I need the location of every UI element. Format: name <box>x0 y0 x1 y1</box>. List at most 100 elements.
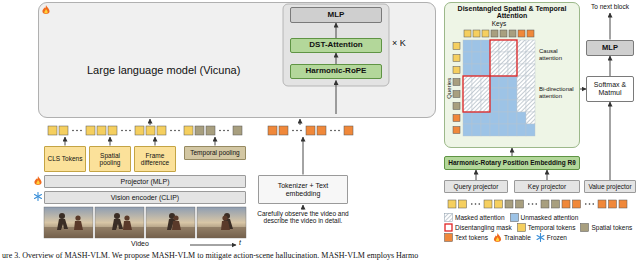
masked-cell <box>499 40 508 52</box>
node-text: Frame difference <box>137 152 173 166</box>
video-frame <box>95 207 144 238</box>
ellipsis-dot <box>129 130 131 132</box>
token-square <box>108 126 117 135</box>
illustration <box>34 4 627 245</box>
token-square <box>598 200 606 208</box>
video-figure <box>124 215 129 220</box>
query-token <box>453 43 460 50</box>
ellipsis-dot <box>589 203 591 205</box>
flow-arrow <box>300 119 301 125</box>
video-figure <box>59 213 65 219</box>
frozen-icon <box>35 195 42 199</box>
caption-text: ure 3. Overview of MASH-VLM. We propose … <box>2 252 418 261</box>
unmasked-cell <box>463 64 472 76</box>
masked-cell <box>490 52 499 64</box>
connector <box>547 170 548 180</box>
legend-text: Text tokens <box>455 234 488 241</box>
unmasked-cell <box>508 124 517 136</box>
token-square <box>459 200 467 208</box>
legend-swatch <box>517 223 526 232</box>
trainable-icon <box>494 233 501 242</box>
tokenizer-box: Tokenizer + Text embedding <box>258 175 348 204</box>
ellipsis-dot <box>292 130 294 132</box>
masked-cell <box>517 40 526 52</box>
unmasked-cell <box>472 40 481 52</box>
token-square <box>505 200 513 208</box>
unmasked-cell <box>463 52 472 64</box>
legend-text: Disentangling mask <box>455 224 512 231</box>
frozen-icon <box>35 195 42 199</box>
ellipsis-dot <box>125 130 127 132</box>
legend-swatch <box>536 233 545 242</box>
mlp-block: MLP <box>290 7 382 23</box>
mask-symbol <box>445 224 452 231</box>
masked-cell <box>517 76 526 88</box>
node-text: Vision encoder (CLIP) <box>47 194 243 202</box>
attention-block: DST-Attention <box>290 38 382 53</box>
flow-arrow <box>155 137 156 146</box>
legend-text: Unmasked attention <box>521 214 579 221</box>
node-text: Tokenizer + Text embedding <box>261 182 345 197</box>
masked-cell <box>463 100 472 112</box>
video-ground <box>44 227 93 238</box>
panel-fills <box>38 2 580 148</box>
unmasked-cell <box>463 40 472 52</box>
legend-swatch <box>444 213 453 222</box>
token-square <box>48 126 57 135</box>
unmasked-cell <box>490 124 499 136</box>
video-frame <box>146 207 195 238</box>
legend-swatch <box>493 233 502 242</box>
unmasked-cell <box>499 88 508 100</box>
legend-item: Trainable <box>493 233 531 242</box>
video-frame <box>197 207 246 238</box>
flow-arrow <box>110 137 111 146</box>
key-token <box>482 30 489 37</box>
video-figure <box>221 221 230 230</box>
legend-text: Spatial tokens <box>591 224 632 231</box>
token-square <box>552 200 560 208</box>
masked-cell <box>526 52 535 64</box>
connector <box>610 56 611 76</box>
disentangling-mask <box>463 76 490 112</box>
masked-cell <box>526 112 535 124</box>
panel-fill <box>444 2 580 148</box>
masked-cell <box>526 76 535 88</box>
flow-arrow <box>190 245 236 246</box>
legend-item: Spatial tokens <box>580 223 632 232</box>
ellipsis-dot <box>178 130 180 132</box>
unmasked-cell <box>499 100 508 112</box>
projector-box: Value projector <box>584 180 636 193</box>
softmax-box: Softmax & Matmul <box>586 76 634 102</box>
token-square <box>195 126 204 135</box>
flow-arrow <box>215 137 216 146</box>
masked-cell <box>526 88 535 100</box>
token-square <box>268 126 277 135</box>
flow-label: To next block <box>582 3 638 10</box>
video-figure <box>75 215 80 220</box>
masked-cell <box>481 100 490 112</box>
masked-cell <box>508 52 517 64</box>
node-text: DST-Attention <box>293 41 379 50</box>
node-text: Key projector <box>517 183 577 190</box>
legend-item: Temporal tokens <box>517 223 576 232</box>
connector <box>512 148 513 156</box>
token-square <box>146 126 155 135</box>
token-source-box: Spatial pooling <box>89 146 131 172</box>
query-token <box>453 79 460 86</box>
unmasked-cell <box>463 112 472 124</box>
ellipsis-dot <box>76 130 78 132</box>
legend-text: Masked attention <box>455 214 505 221</box>
token-square <box>562 200 570 208</box>
masked-cell <box>499 52 508 64</box>
node-text: MLP <box>293 11 379 20</box>
token-square <box>317 126 326 135</box>
legend-swatch-fill <box>581 224 589 232</box>
ellipsis-dot <box>296 130 298 132</box>
connector <box>476 170 477 180</box>
ellipsis-dot <box>300 130 302 132</box>
video-figure <box>112 219 123 230</box>
token-square <box>206 126 215 135</box>
rope-block: Harmonic-RoPE <box>290 64 382 79</box>
legend-swatch-fill <box>445 234 453 242</box>
video-figure <box>114 213 120 219</box>
